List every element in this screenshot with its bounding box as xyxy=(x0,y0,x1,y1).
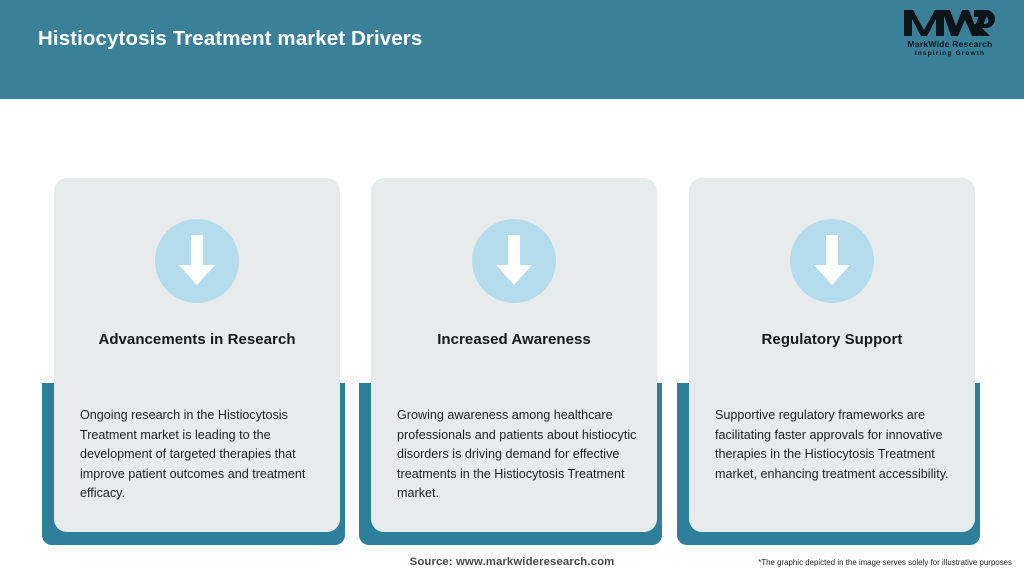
card-title: Increased Awareness xyxy=(437,331,591,348)
page-title: Histiocytosis Treatment market Drivers xyxy=(38,27,423,50)
driver-card-2[interactable]: Increased Awareness Growing awareness am… xyxy=(353,99,669,545)
arrow-down-glyph xyxy=(496,235,532,285)
card-title: Advancements in Research xyxy=(98,331,296,348)
header-band: Histiocytosis Treatment market Drivers M… xyxy=(0,0,1024,99)
arrow-down-icon xyxy=(790,219,874,303)
arrow-down-glyph xyxy=(179,235,215,285)
card-title: Regulatory Support xyxy=(761,331,903,348)
logo-tagline: Inspiring Growth xyxy=(914,50,986,57)
disclaimer-note: *The graphic depicted in the image serve… xyxy=(758,558,1012,567)
card-surface: Advancements in Research Ongoing researc… xyxy=(54,178,340,532)
arrow-down-glyph xyxy=(814,235,850,285)
brand-logo: MarkWide Research Inspiring Growth xyxy=(892,8,1008,70)
card-body-text: Ongoing research in the Histiocytosis Tr… xyxy=(80,408,306,501)
arrow-down-icon xyxy=(155,219,239,303)
logo-company-name: MarkWide Research xyxy=(907,39,993,49)
card-body-text: Growing awareness among healthcare profe… xyxy=(397,408,637,501)
card-surface: Increased Awareness Growing awareness am… xyxy=(371,178,657,532)
driver-card-3[interactable]: Regulatory Support Supportive regulatory… xyxy=(671,99,987,545)
driver-card-1[interactable]: Advancements in Research Ongoing researc… xyxy=(36,99,352,545)
card-surface: Regulatory Support Supportive regulatory… xyxy=(689,178,975,532)
card-body-text: Supportive regulatory frameworks are fac… xyxy=(715,408,949,481)
arrow-down-icon xyxy=(472,219,556,303)
source-label: Source: www.markwideresearch.com xyxy=(409,556,615,568)
drivers-card-row: Advancements in Research Ongoing researc… xyxy=(0,99,1024,545)
mwr-logo-icon xyxy=(904,10,995,36)
